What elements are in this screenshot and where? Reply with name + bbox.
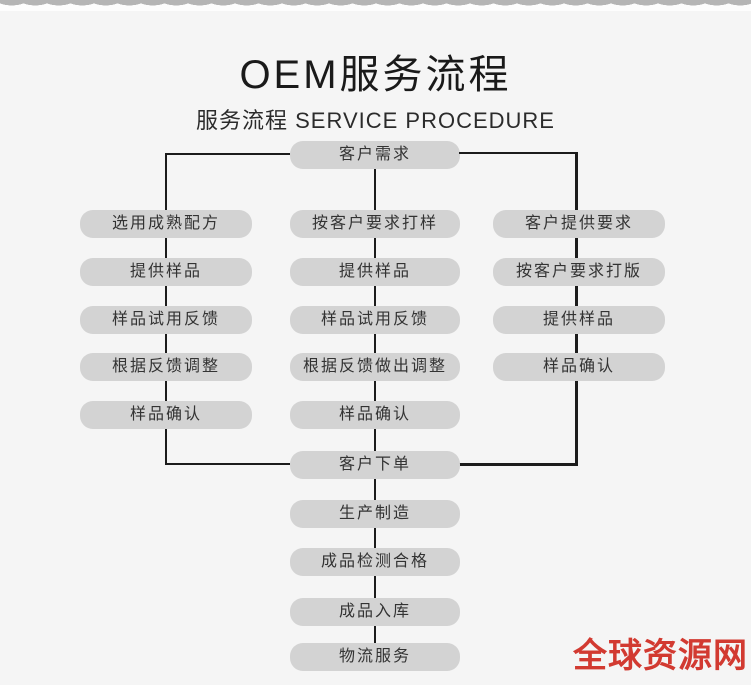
flow-node-merge: 客户下单 <box>290 451 460 479</box>
flow-node: 物流服务 <box>290 643 460 671</box>
connector-line <box>575 381 578 466</box>
connector-line <box>575 238 578 258</box>
flow-node: 提供样品 <box>80 258 252 286</box>
page-subtitle: 服务流程 SERVICE PROCEDURE <box>196 108 555 133</box>
site-watermark-logo: 全球资源网 <box>573 637 748 675</box>
connector-line <box>165 238 167 258</box>
connector-line <box>165 153 167 210</box>
flow-node: 样品确认 <box>493 353 665 381</box>
connector-line <box>166 463 290 465</box>
connector-line <box>374 479 376 500</box>
connector-line <box>374 528 376 548</box>
flow-node-start: 客户需求 <box>290 141 460 169</box>
torn-paper-edge-decoration <box>0 0 751 11</box>
flow-node: 提供样品 <box>493 306 665 334</box>
connector-line <box>575 286 578 306</box>
connector-line <box>374 381 376 401</box>
flow-node: 按客户要求打版 <box>493 258 665 286</box>
flow-node: 成品入库 <box>290 598 460 626</box>
connector-line <box>165 286 167 306</box>
connector-line <box>374 286 376 306</box>
connector-line <box>374 576 376 598</box>
connector-line <box>459 463 578 466</box>
connector-line <box>166 153 290 155</box>
page-title: OEM服务流程 <box>239 53 512 97</box>
flow-node: 客户提供要求 <box>493 210 665 238</box>
connector-line <box>374 334 376 353</box>
flow-node: 提供样品 <box>290 258 460 286</box>
flow-node: 根据反馈做出调整 <box>290 353 460 381</box>
flow-node: 样品确认 <box>290 401 460 429</box>
connector-line <box>374 626 376 643</box>
connector-line <box>575 334 578 353</box>
flow-node: 样品试用反馈 <box>80 306 252 334</box>
flow-node: 选用成熟配方 <box>80 210 252 238</box>
flow-node: 生产制造 <box>290 500 460 528</box>
connector-line <box>374 238 376 258</box>
flow-node: 按客户要求打样 <box>290 210 460 238</box>
flow-node: 根据反馈调整 <box>80 353 252 381</box>
connector-line <box>459 152 578 154</box>
flow-node: 样品确认 <box>80 401 252 429</box>
connector-line <box>165 429 167 465</box>
flow-node: 成品检测合格 <box>290 548 460 576</box>
connector-line <box>374 169 376 210</box>
connector-line <box>165 334 167 353</box>
flow-node: 样品试用反馈 <box>290 306 460 334</box>
connector-line <box>374 429 376 451</box>
connector-line <box>165 381 167 401</box>
connector-line <box>575 152 578 210</box>
